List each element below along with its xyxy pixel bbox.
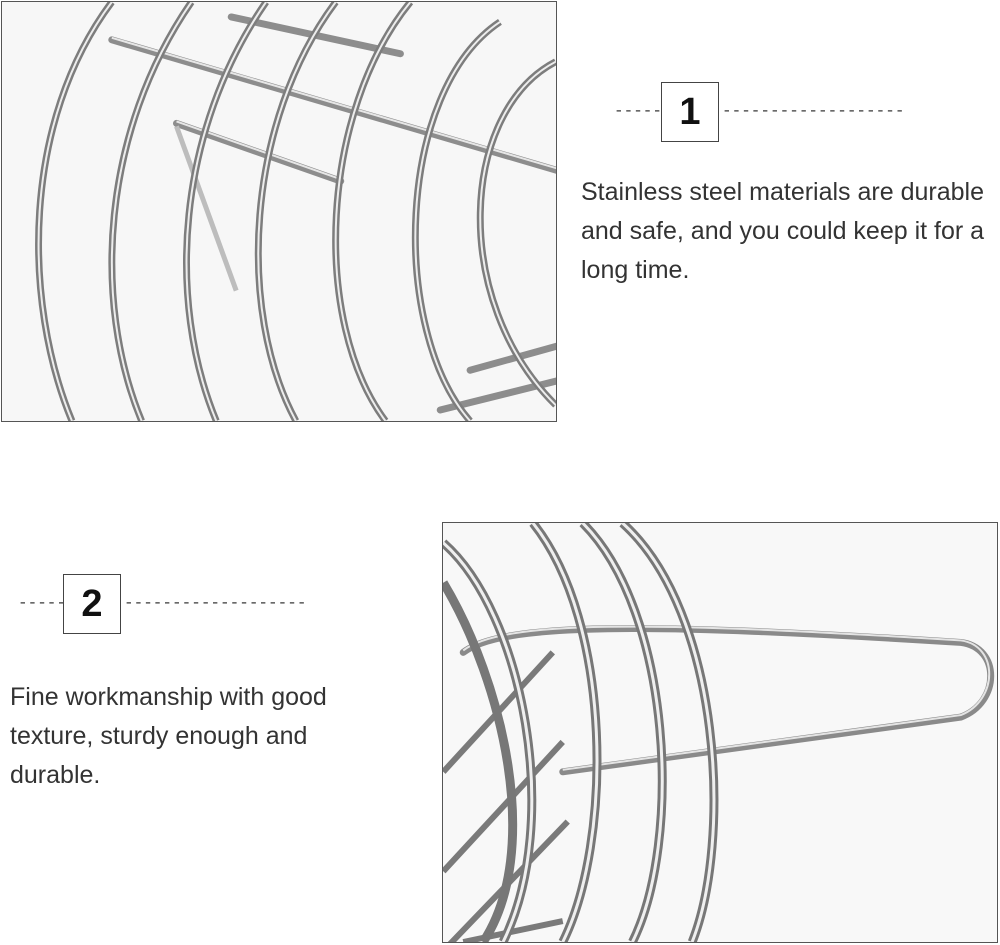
feature-1-label: ----- 1 -------------------	[614, 82, 904, 142]
feature-1-number: 1	[661, 82, 719, 142]
product-photo-1	[1, 1, 557, 422]
dash-decoration-left: -----	[18, 594, 67, 612]
feature-2-number: 2	[63, 574, 121, 634]
feature-2-label: ----- 2 -------------------	[18, 574, 306, 634]
feature-1-description: Stainless steel materials are durable an…	[581, 178, 985, 284]
dash-decoration-right: -------------------	[722, 102, 905, 120]
dash-decoration-left: -----	[614, 102, 663, 120]
wire-rack-illustration-2	[443, 523, 997, 942]
feature-2-description: Fine workmanship with good texture, stur…	[10, 683, 327, 789]
product-photo-2	[442, 522, 998, 943]
dash-decoration-right: -------------------	[124, 594, 307, 612]
wire-rack-illustration-1	[2, 2, 556, 421]
